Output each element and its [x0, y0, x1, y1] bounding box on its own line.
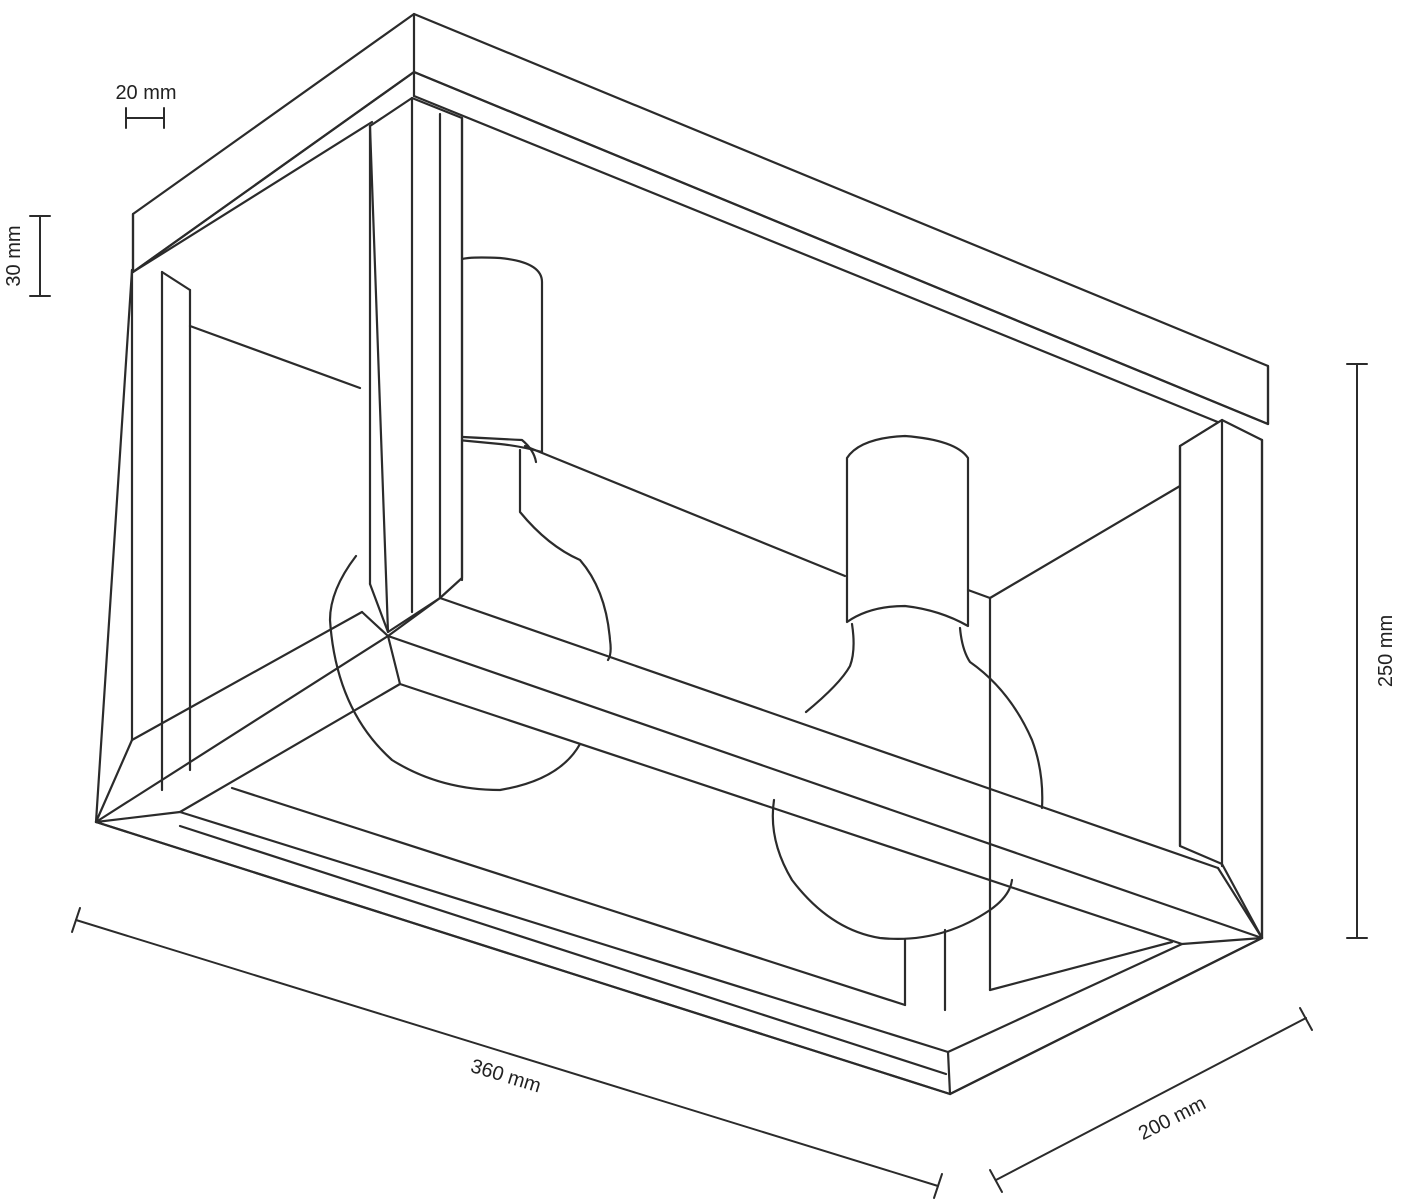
ceiling-plate: [131, 12, 1270, 442]
dimension-height: 250 mm: [1346, 363, 1397, 939]
dimension-depth: 200 mm: [989, 1007, 1313, 1193]
front-right-post: [1178, 418, 1264, 940]
back-frame: [160, 270, 1182, 1012]
dimension-length: 360 mm: [71, 907, 943, 1199]
height-label: 250 mm: [1375, 615, 1397, 687]
bottom-frame: [94, 268, 1264, 1096]
dimension-beam-width: 20 mm: [115, 82, 177, 129]
left-bulb: [328, 256, 612, 792]
beam-width-label: 20 mm: [115, 82, 176, 104]
beam-height-label: 30 mm: [3, 225, 25, 286]
dimension-beam-height: 30 mm: [3, 215, 51, 297]
depth-label: 200 mm: [1135, 1092, 1209, 1144]
front-left-post: [368, 96, 464, 634]
right-bulb: [771, 434, 1044, 940]
